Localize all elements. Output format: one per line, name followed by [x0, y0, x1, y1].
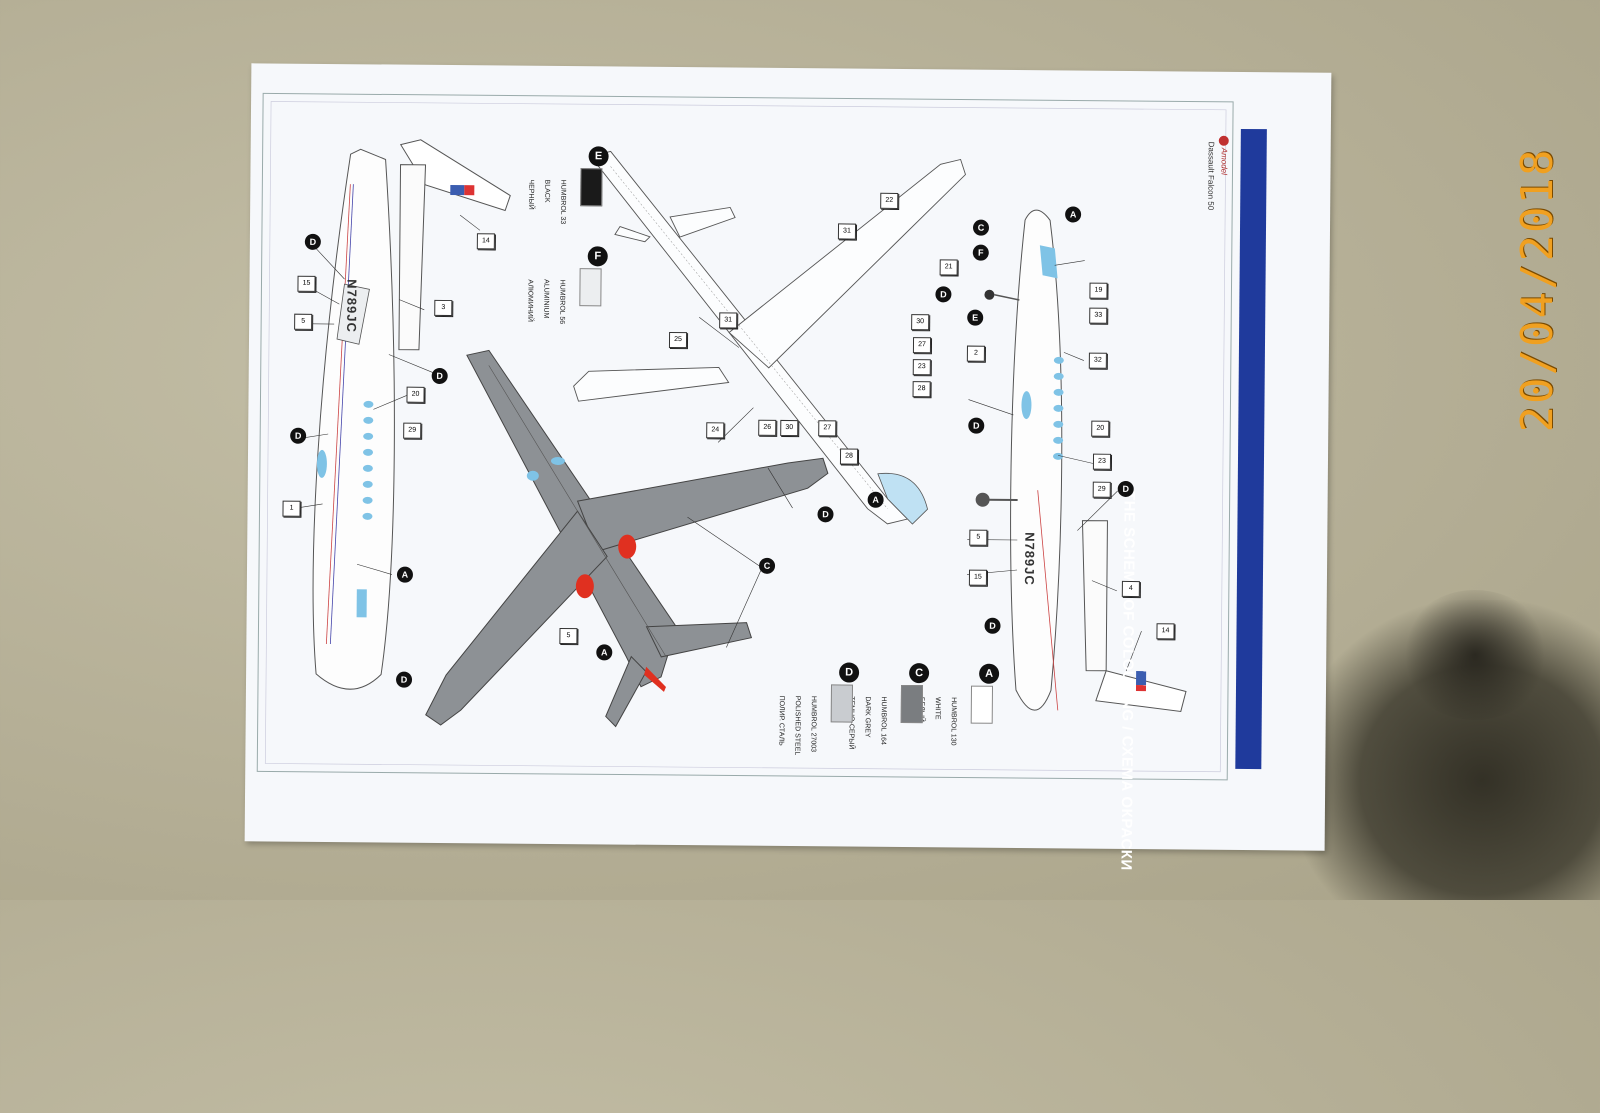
paint-E-code: HUMBROL 33	[559, 180, 566, 225]
paint-D-en: POLISHED STEEL	[793, 696, 801, 756]
paint-A-swatch	[971, 686, 993, 724]
letter-D-1: D	[305, 234, 321, 250]
callout-23-left: 23	[913, 359, 931, 375]
callout-14-left: 14	[477, 233, 495, 249]
callout-24: 24	[706, 422, 724, 438]
paint-F-badge: F	[588, 246, 608, 266]
callout-29-right: 29	[1093, 482, 1111, 498]
callout-21: 21	[940, 259, 958, 275]
letter-D-8: D	[1118, 481, 1134, 497]
left-side-view	[312, 139, 511, 691]
paint-D-code: HUMBROL 27003	[809, 696, 816, 752]
letter-E-1: E	[967, 310, 983, 326]
callout-15-right: 15	[969, 570, 987, 586]
callout-31-a: 31	[838, 223, 856, 239]
callout-20-left: 20	[406, 387, 424, 403]
paint-A-code: HUMBROL 130	[949, 697, 956, 745]
callout-27-a: 27	[913, 337, 931, 353]
brand-logo: Amodel	[1211, 134, 1237, 170]
paint-C-badge: C	[909, 663, 929, 683]
paint-C-swatch	[901, 685, 923, 723]
paint-D-ru: ПОЛИР. СТАЛЬ	[777, 696, 784, 746]
letter-A-2: A	[596, 644, 612, 660]
instruction-sheet: THE SCHEME OF COLOURING / СХЕМА ОКРАСКИ …	[245, 63, 1332, 850]
callout-33: 33	[1089, 308, 1107, 324]
callout-27-b: 27	[818, 420, 836, 436]
callout-1: 1	[282, 501, 300, 517]
letter-D-7: D	[968, 418, 984, 434]
callout-30-b: 30	[780, 420, 798, 436]
callout-29-left: 29	[403, 423, 421, 439]
date-stamp: 20/04/2018	[1512, 90, 1572, 490]
paint-F-ru: АЛЮМИНИЙ	[526, 279, 533, 322]
registration-right: N789JC	[1022, 532, 1037, 586]
callout-31-b: 31	[719, 312, 737, 328]
callout-25: 25	[669, 332, 687, 348]
paint-F-en: ALUMINIUM	[542, 279, 549, 318]
paint-E-ru: ЧЕРНЫЙ	[527, 179, 534, 209]
callout-4: 4	[1122, 581, 1140, 597]
paint-A-badge: A	[979, 664, 999, 684]
brand-star-icon	[1219, 136, 1229, 146]
letter-F-1: F	[973, 245, 989, 261]
photo-shadow-head	[1400, 590, 1550, 720]
callout-5-left: 5	[294, 314, 312, 330]
paint-F-code: HUMBROL 56	[558, 280, 565, 325]
paint-C-en: DARK GREY	[864, 696, 871, 737]
letter-D-2: D	[432, 368, 448, 384]
callout-22: 22	[880, 193, 898, 209]
letter-D-9: D	[984, 618, 1000, 634]
brand-name: Amodel	[1219, 148, 1228, 175]
letter-D-6: D	[935, 286, 951, 302]
callout-30-a: 30	[911, 314, 929, 330]
paint-C-code: HUMBROL 164	[879, 696, 886, 744]
callout-28-b: 28	[840, 448, 858, 464]
callout-19: 19	[1089, 283, 1107, 299]
paint-D-swatch	[831, 684, 853, 722]
callout-2: 2	[967, 346, 985, 362]
letter-A-4: A	[1065, 206, 1081, 222]
letter-D-5: D	[817, 506, 833, 522]
callout-3: 3	[434, 300, 452, 316]
letter-D-3: D	[290, 428, 306, 444]
callout-23-right: 23	[1093, 454, 1111, 470]
callout-5-center: 5	[559, 628, 577, 644]
callout-20-right: 20	[1091, 421, 1109, 437]
letter-A-3: A	[868, 492, 884, 508]
callout-5-right: 5	[969, 530, 987, 546]
callout-15-left: 15	[297, 276, 315, 292]
letter-C-1: C	[759, 558, 775, 574]
paint-E-swatch	[580, 168, 602, 206]
registration-left: N789JC	[344, 279, 359, 333]
paint-E-en: BLACK	[543, 180, 550, 203]
callout-32: 32	[1089, 353, 1107, 369]
paint-F-swatch	[579, 268, 601, 306]
letter-D-4: D	[396, 672, 412, 688]
callout-14-right: 14	[1156, 623, 1174, 639]
paint-E-badge: E	[589, 146, 609, 166]
paint-A-en: WHITE	[934, 697, 941, 720]
paint-D-badge: D	[839, 662, 859, 682]
grey-underside-plan	[426, 350, 829, 728]
letter-A-1: A	[397, 567, 413, 583]
letter-C-2: C	[973, 220, 989, 236]
callout-28-a: 28	[913, 381, 931, 397]
callout-26: 26	[758, 420, 776, 436]
